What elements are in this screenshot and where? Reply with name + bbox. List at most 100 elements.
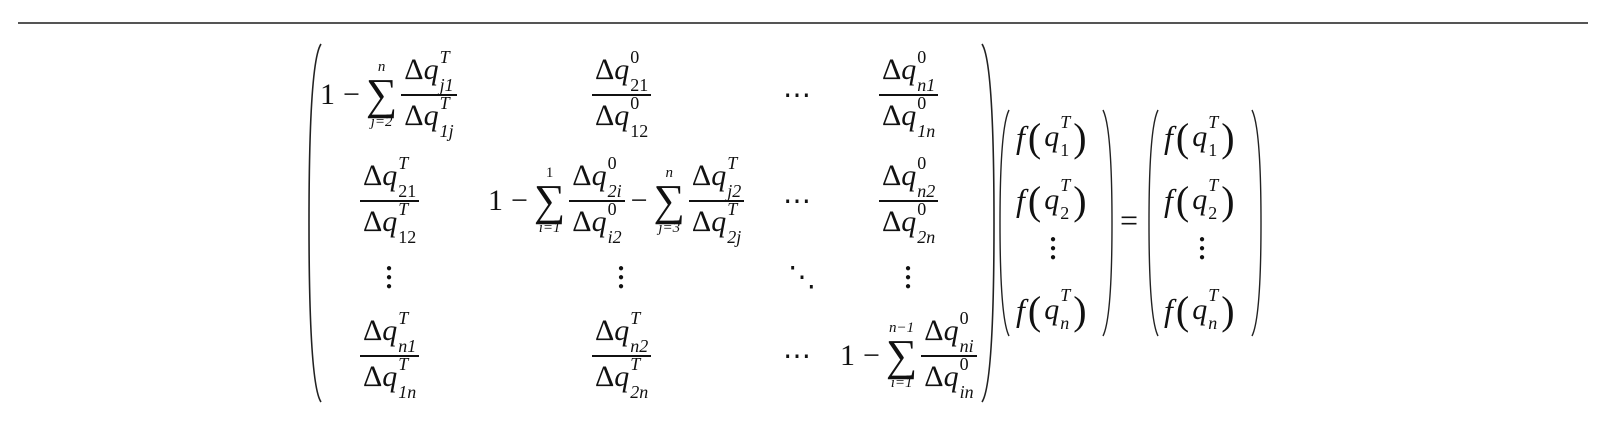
- vector-right-entry-3: ●●●: [1199, 233, 1205, 263]
- sigma-icon: ∑: [533, 176, 566, 226]
- horizontal-rule: [18, 22, 1588, 24]
- delta: Δ: [882, 98, 902, 132]
- q: q: [711, 158, 727, 192]
- summation: n−1 ∑ i=1: [886, 321, 917, 391]
- matrix-left-paren: [305, 42, 325, 404]
- subscript: 2: [1208, 203, 1218, 223]
- subscript: 12: [398, 227, 417, 247]
- delta: Δ: [691, 158, 712, 192]
- minus: −: [343, 78, 360, 111]
- minus: −: [511, 184, 528, 217]
- fraction-bar: [569, 200, 625, 202]
- vdots-icon: ●●●: [905, 262, 912, 292]
- q: q: [901, 98, 917, 132]
- delta: Δ: [595, 313, 615, 347]
- hdots: ⋯: [783, 80, 811, 111]
- subscript: 21: [398, 181, 417, 201]
- delta: Δ: [595, 359, 615, 393]
- lower-limit: j=2: [370, 113, 393, 130]
- delta: Δ: [882, 158, 902, 192]
- lparen: (: [1027, 114, 1042, 160]
- delta: Δ: [595, 98, 615, 132]
- subscript: 2n: [630, 382, 649, 402]
- one: 1: [320, 78, 335, 111]
- subscript: j2: [727, 181, 742, 201]
- vdots-icon: ●●●: [618, 262, 625, 292]
- vdots-icon: ●●●: [386, 262, 393, 292]
- subscript: 1n: [398, 382, 417, 402]
- vector-left-open-paren: [997, 108, 1011, 338]
- q: q: [1192, 120, 1208, 153]
- upper-limit: n: [377, 59, 386, 76]
- fraction-bar: [592, 94, 652, 96]
- delta: Δ: [363, 158, 383, 192]
- subscript: n2: [917, 181, 936, 201]
- rparen: ): [1073, 287, 1087, 333]
- equals-sign: =: [1120, 200, 1138, 240]
- upper-limit: n−1: [889, 320, 915, 337]
- superscript: T: [630, 354, 641, 374]
- rparen: ): [1221, 177, 1235, 223]
- subscript: 1n: [917, 121, 936, 141]
- summation: n ∑ j=3: [654, 166, 685, 236]
- q: q: [901, 158, 917, 192]
- subscript: in: [959, 382, 974, 402]
- lparen: (: [1175, 114, 1190, 160]
- superscript: T: [1208, 175, 1219, 195]
- delta: Δ: [363, 359, 383, 393]
- hdots: ⋯: [783, 341, 811, 372]
- superscript: T: [1060, 112, 1071, 132]
- subscript: 2j: [727, 227, 742, 247]
- superscript: T: [439, 47, 450, 67]
- rparen: ): [1073, 114, 1087, 160]
- fraction-bar: [921, 355, 977, 357]
- superscript: T: [1208, 285, 1219, 305]
- sigma-icon: ∑: [885, 331, 918, 381]
- summation: n ∑ j=2: [366, 60, 397, 130]
- upper-limit: n: [665, 165, 673, 182]
- sigma-icon: ∑: [365, 70, 398, 120]
- matrix-cell-3-3: ⋱: [788, 260, 816, 294]
- vdots-icon: ●●●: [1050, 233, 1057, 263]
- superscript: T: [439, 93, 450, 113]
- matrix-right-paren: [978, 42, 998, 404]
- q: q: [382, 158, 398, 192]
- delta: Δ: [572, 204, 592, 238]
- matrix-cell-1-3: ⋯: [783, 52, 811, 138]
- q: q: [591, 158, 607, 192]
- lparen: (: [1027, 177, 1042, 223]
- f: f: [1164, 181, 1173, 218]
- superscript: 0: [959, 354, 969, 374]
- q: q: [614, 313, 630, 347]
- q: q: [1044, 293, 1060, 326]
- delta: Δ: [404, 98, 424, 132]
- q: q: [423, 98, 439, 132]
- superscript: T: [727, 199, 738, 219]
- subscript: j1: [439, 75, 454, 95]
- subscript: 2i: [607, 181, 622, 201]
- q: q: [591, 204, 607, 238]
- delta: Δ: [595, 52, 615, 86]
- subscript: 2: [1060, 203, 1070, 223]
- lparen: (: [1175, 287, 1190, 333]
- lparen: (: [1175, 177, 1190, 223]
- q: q: [1192, 183, 1208, 216]
- superscript: T: [1060, 285, 1071, 305]
- q: q: [423, 52, 439, 86]
- matrix-cell-4-3: ⋯: [783, 312, 811, 400]
- minus: −: [863, 339, 880, 372]
